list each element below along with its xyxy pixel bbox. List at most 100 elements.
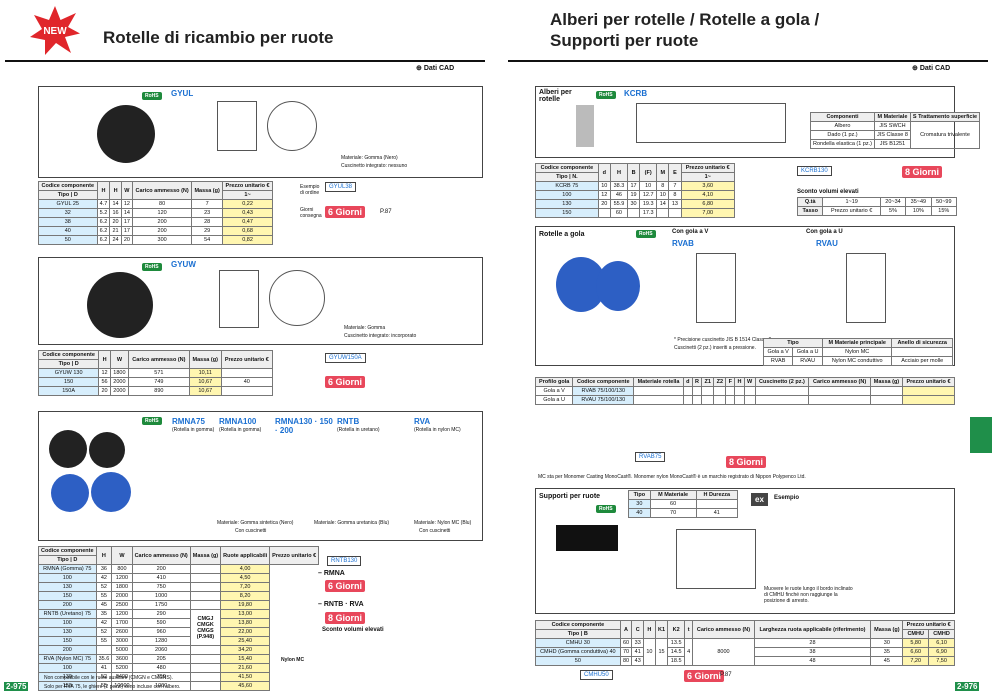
product-name: RVAU — [816, 239, 838, 248]
material-note: Materiale: Gomma uretanica (Blu) — [314, 520, 390, 526]
product-name: RNTB — [337, 417, 360, 426]
bearing-note: Cuscinetto integrato: incorporato — [344, 333, 417, 339]
drawing-side — [219, 270, 259, 328]
product-sub: (Rotella in gomma) — [172, 427, 215, 433]
product-name: GYUW — [171, 260, 196, 269]
gyuw-panel: RoHS GYUW Materiale: Gomma Cuscinetto in… — [38, 257, 483, 345]
rohs-badge: RoHS — [596, 505, 616, 513]
order-example-label: Esempio di ordine — [300, 184, 320, 196]
order-code-box: CMHU50 — [580, 670, 613, 680]
rohs-badge: RoHS — [596, 91, 616, 99]
footnote: Non compatibile con le ruote ausiliare (… — [44, 675, 173, 681]
order-code-box: RVAB75 — [635, 452, 666, 462]
side-tab[interactable] — [970, 417, 992, 453]
material-note: Materiale: Gomma (Nero) — [341, 155, 398, 161]
order-code: CMHU50 — [584, 672, 609, 678]
page-title-right-1: Alberi per rotelle / Rotelle a gola / — [550, 10, 820, 29]
rohs-badge: RoHS — [142, 263, 162, 271]
wheel-image — [51, 474, 89, 512]
delivery-days: 8 Giorni — [726, 456, 767, 468]
wheel-image — [89, 432, 125, 468]
support-drawing — [676, 529, 756, 589]
divider — [5, 60, 485, 62]
product-name: GYUL — [171, 89, 194, 98]
example-note: Muovere le ruote lungo il bordo inclinat… — [764, 586, 853, 604]
footnote: Solo per RVA 75, le ghiere (2 pezzi) son… — [44, 684, 181, 690]
bearing-note: * Precisione cuscinetto JIS B 1514 Class… — [674, 337, 772, 343]
cad-link[interactable]: ⊕ Dati CAD — [912, 65, 951, 72]
product-name: RMNA75 — [172, 417, 205, 426]
material-note: Materiale: Gomma sintetica (Nero) — [217, 520, 294, 526]
wheel-image — [91, 472, 131, 512]
section-title: Rotelle a gola — [539, 231, 585, 238]
cad-link[interactable]: ⊕ Dati CAD — [416, 65, 455, 72]
shaft-image — [576, 105, 594, 147]
section-title: Alberi per rotelle — [539, 89, 572, 103]
delivery-days: 6 Giorni — [325, 580, 366, 592]
page-number-right: 2-976 — [955, 682, 980, 691]
footnote: MC sta per Monomer Casting MonoCast®. Mo… — [538, 474, 806, 480]
drawing-side — [217, 101, 257, 151]
days-label: Giorni consegna — [300, 207, 322, 219]
rmna-panel: RoHS RMNA75 (Rotella in gomma) RMNA100 (… — [38, 411, 483, 541]
v-groove-label: Con gola a V — [672, 229, 709, 235]
new-badge: NEW — [30, 6, 80, 55]
order-code: KCRB130 — [801, 168, 828, 174]
delivery-days: 8 Giorni — [902, 166, 943, 178]
bearing-note: Cuscinetto integrato: nessuno — [341, 163, 408, 169]
page-title-right-2: Supporti per ruote — [550, 31, 699, 50]
order-code-box: GYUL38 — [325, 182, 357, 192]
product-name: KCRB — [624, 89, 648, 98]
shaft-drawing — [636, 103, 786, 143]
delivery-days: 6 Giorni — [325, 376, 366, 388]
delivery-days: 8 Giorni — [325, 612, 366, 624]
rohs-badge: RoHS — [636, 230, 656, 238]
page-ref[interactable]: P.87 — [380, 209, 392, 215]
material-note: Materiale: Gomma — [344, 325, 386, 331]
order-code-box: GYUW150A — [325, 353, 366, 363]
order-code: GYUL38 — [329, 184, 353, 190]
volume-discount: Sconto volumi elevati — [322, 627, 384, 633]
u-groove-label: Con gola a U — [806, 229, 843, 235]
drawing-v — [696, 253, 736, 323]
bearing-note: Cuscinetti (2 pz.) inseriti a pressione. — [674, 345, 756, 351]
product-sub: (Rotella in nylon MC) — [414, 427, 461, 433]
order-code: RVAB75 — [639, 454, 662, 460]
page-ref[interactable]: P.87 — [720, 672, 732, 678]
product-sub: (Rotella in uretano) — [337, 427, 380, 433]
product-name: RVA — [414, 417, 431, 426]
rntb-label: – RNTB · RVA — [318, 601, 364, 608]
drawing-front — [267, 101, 317, 151]
divider — [508, 60, 988, 62]
example-title: Esempio — [774, 495, 800, 501]
supporti-panel: Supporti per ruote RoHS ex Esempio Muove… — [535, 488, 955, 614]
gyul-panel: RoHS GYUL Materiale: Gomma (Nero) Cuscin… — [38, 86, 483, 178]
delivery-days: 6 Giorni — [684, 670, 725, 682]
drawing-u — [846, 253, 886, 323]
example-icon: ex — [751, 493, 768, 506]
order-code-box: KCRB130 — [797, 166, 832, 176]
material-note: Con cuscinetti — [235, 528, 267, 534]
page-number-left: 2-975 — [4, 682, 29, 691]
rmna-label: – RMNA — [318, 570, 345, 577]
volume-discount: Sconto volumi elevati — [797, 189, 859, 195]
material-note: Con cuscinetti — [419, 528, 451, 534]
product-name: RMNA100 — [219, 417, 257, 426]
product-name: RVAB — [672, 239, 694, 248]
wheel-image — [97, 105, 155, 163]
rohs-badge: RoHS — [142, 417, 162, 425]
wheel-image — [87, 272, 153, 338]
rohs-badge: RoHS — [142, 92, 162, 100]
material-note: Materiale: Nylon MC (Blu) — [414, 520, 472, 526]
product-name: RMNA130 · 150 · 200 — [275, 417, 333, 435]
order-code: RNTB130 — [331, 558, 358, 564]
nylon-title: Nylon MC — [281, 657, 305, 663]
